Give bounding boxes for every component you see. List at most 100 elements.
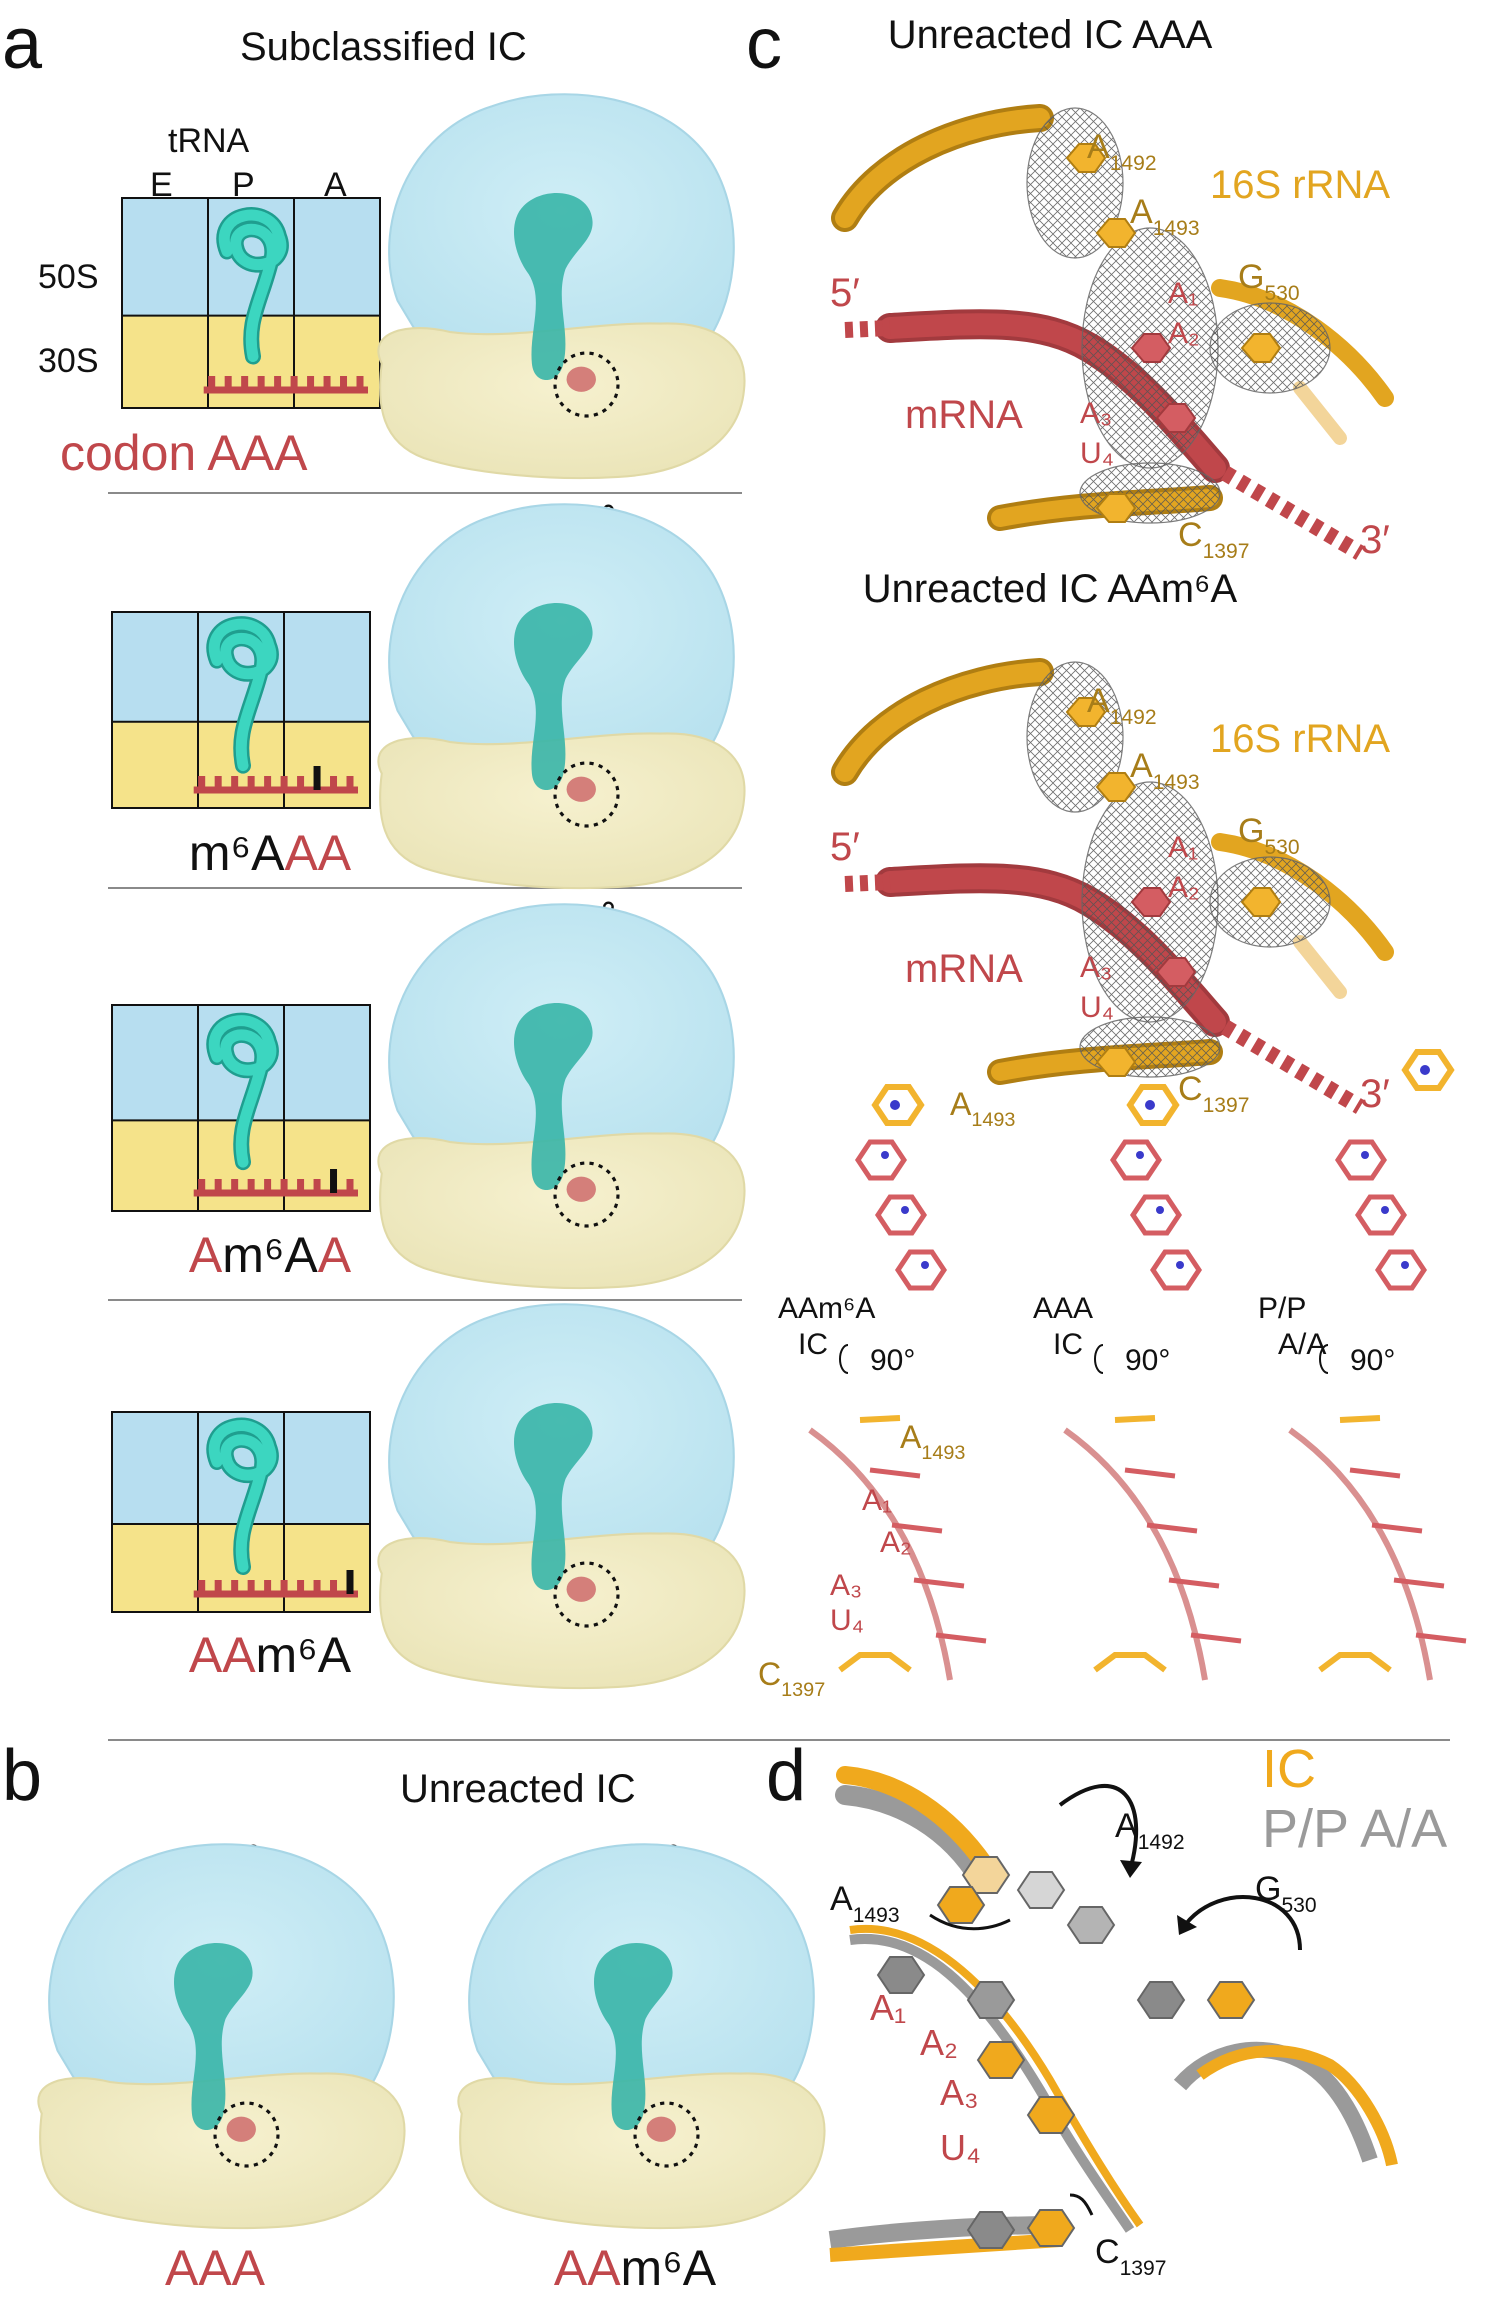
d-label-a2: A₂ <box>920 2022 958 2063</box>
ribosome-map-row-0-codon-circle <box>553 351 620 418</box>
stick-side-base-2-1 <box>1371 1522 1423 1534</box>
stick-top-base-1-1 <box>1129 1194 1183 1236</box>
d-nucleotide-11 <box>1026 2209 1076 2247</box>
schematic-row-1-trna <box>206 616 279 774</box>
label-a2-1: A₂ <box>1168 871 1200 904</box>
mrna-5prime-dash-1 <box>844 874 891 892</box>
schematic-row-1-mrna-tooth-1 <box>214 776 222 790</box>
stick-label-u4: U₄ <box>830 1604 864 1637</box>
stick-label-a1493-side-main: A <box>900 1419 922 1455</box>
nucleotide-0-0 <box>1065 143 1107 173</box>
d-label-a1493-main: A <box>830 1880 853 1918</box>
ribosome-map-row-2-mrna-density <box>566 1176 596 1202</box>
schematic-row-2-mrna-tooth-9 <box>346 1179 354 1193</box>
label-a1493-0: A1493 <box>1130 193 1200 240</box>
stick-side-base-1-0 <box>1124 1467 1176 1479</box>
schematic-row-2-mrna-tooth-4 <box>264 1179 272 1193</box>
d-arrow-g530 <box>1183 1895 1302 1951</box>
stick-label-2-0: IC <box>798 1328 828 1361</box>
rrna-g530-strand-light-0 <box>1293 381 1347 445</box>
structure-title-0: Unreacted IC AAA <box>888 13 1213 57</box>
panel-b-letter: b <box>2 1736 42 1816</box>
d-label-a1493-sub: 1493 <box>853 1904 900 1927</box>
stick-top-a1493-2 <box>1401 1049 1455 1091</box>
schematic-row-1-mrna-tooth-7 <box>313 766 321 790</box>
schematic-row-3-mrna-tooth-7 <box>313 1580 321 1594</box>
codon-label-row-1: m⁶AAA <box>189 825 352 881</box>
label-c1397-1-main: C <box>1178 1070 1203 1108</box>
stick-label-1-2: P/P <box>1258 1292 1306 1325</box>
stick-top-base-0-0 <box>854 1139 908 1181</box>
codon-label-row-2-part-0: A <box>189 1227 223 1283</box>
label-u4-0: U₄ <box>1080 437 1114 470</box>
site-label-a: A <box>324 166 347 204</box>
rotation-arrow-2 <box>1319 1344 1329 1374</box>
codon-label-row-2-part-2: A <box>318 1227 352 1283</box>
panel-b-ribosome-0-trna-density <box>173 1943 253 2131</box>
ribosome-map-row-3-small-subunit <box>377 1532 746 1690</box>
stick-label-2-2: A/A <box>1278 1328 1326 1361</box>
rotation-arrow-0 <box>839 1344 849 1374</box>
schematic-row-3-mrna-tooth-9 <box>346 1570 354 1594</box>
stick-side-base-2-3 <box>1415 1632 1467 1644</box>
codon-label-row-1-part-0: m⁶A <box>189 825 285 881</box>
schematic-row-3-mrna-tooth-4 <box>264 1580 272 1594</box>
codon-label-row-2: Am⁶AA <box>189 1227 352 1283</box>
d-nucleotide-4 <box>1136 1981 1186 2019</box>
panel-a-row-3: AAm⁶A2.1 Å <box>111 1303 746 1690</box>
panel-b-codon-1-part-0: AA <box>554 2240 621 2296</box>
nucleotide-0-1 <box>1095 218 1137 248</box>
schematic-row-3-mrna-tooth-5 <box>280 1580 288 1594</box>
schematic-row-3 <box>111 1411 371 1613</box>
d-label-c1397-sub: 1397 <box>1120 2257 1167 2280</box>
panel-b-ribosome-0-codon-circle <box>213 2101 280 2168</box>
legend-entry-1: P/P A/A <box>1262 1799 1447 1859</box>
label-a1493-1: A1493 <box>1130 747 1200 794</box>
ribosome-map-row-1-trna-density <box>513 603 593 791</box>
d-nucleotide-8 <box>976 2041 1026 2079</box>
nucleotide-0-2 <box>1240 333 1282 363</box>
panel-b-map-0: 2.0 ÅAAA <box>37 1843 406 2296</box>
schematic-row-0-frame <box>121 197 381 409</box>
subunit-label-50s: 50S <box>38 258 99 296</box>
schematic-row-3-mrna-tooth-2 <box>231 1580 239 1594</box>
d-label-a1493: A1493 <box>830 1880 900 1927</box>
stick-label-c1397-sub: 1397 <box>781 1679 825 1701</box>
codon-label-row-0-part-0: codon AAA <box>60 425 308 481</box>
panel-b-ribosome-1 <box>457 1843 826 2230</box>
schematic-row-0-mrna-tooth-7 <box>323 376 331 390</box>
panel-a-letter: a <box>2 4 43 84</box>
schematic-row-2 <box>111 1004 371 1212</box>
codon-label-row-2-part-1: m⁶A <box>222 1227 318 1283</box>
schematic-row-0-mrna-tooth-6 <box>307 376 315 390</box>
panel-a-row-2: Am⁶AA2.2 Å <box>111 900 746 1290</box>
d-arrow-a1493 <box>929 1913 1011 1931</box>
schematic-row-0-mrna-tooth-5 <box>290 376 298 390</box>
stick-side-a1493-2 <box>1339 1415 1381 1423</box>
stick-label-1-1: AAA <box>1033 1292 1093 1325</box>
ribosome-map-row-0-mrna-density <box>566 366 596 392</box>
schematic-row-0-mrna-tooth-9 <box>356 376 364 390</box>
stick-side-base-0-1 <box>891 1522 943 1534</box>
d-nucleotide-1 <box>1066 1906 1116 1944</box>
stick-top-base-0-1 <box>874 1194 928 1236</box>
schematic-row-3-mrna-tooth-3 <box>247 1580 255 1594</box>
d-arrow-a1492 <box>1058 1784 1139 1871</box>
d-ic-backbone-top <box>836 1766 994 1874</box>
d-label-g530-sub: 530 <box>1281 1894 1316 1917</box>
stick-top-base-2-2 <box>1374 1249 1428 1291</box>
schematic-row-1-mrna-tooth-4 <box>264 776 272 790</box>
stick-side-backbone-2 <box>1288 1427 1433 1681</box>
ribosome-map-row-1-codon-circle <box>553 761 620 828</box>
label-a1-0: A₁ <box>1168 277 1198 310</box>
stick-label-a1493-top-sub: 1493 <box>971 1109 1015 1131</box>
d-nucleotide-10 <box>966 2211 1016 2249</box>
schematic-row-2-mrna-tooth-8 <box>330 1169 338 1193</box>
schematic-row-1-mrna-tooth-0 <box>198 776 206 790</box>
schematic-row-1-mrna-tooth-3 <box>247 776 255 790</box>
stick-top-base-0-2 <box>894 1249 948 1291</box>
panel-a-rows: codon AAA2.9 Åm⁶AAA2.4 ÅAm⁶AA2.2 ÅAAm⁶A2… <box>60 93 746 1690</box>
